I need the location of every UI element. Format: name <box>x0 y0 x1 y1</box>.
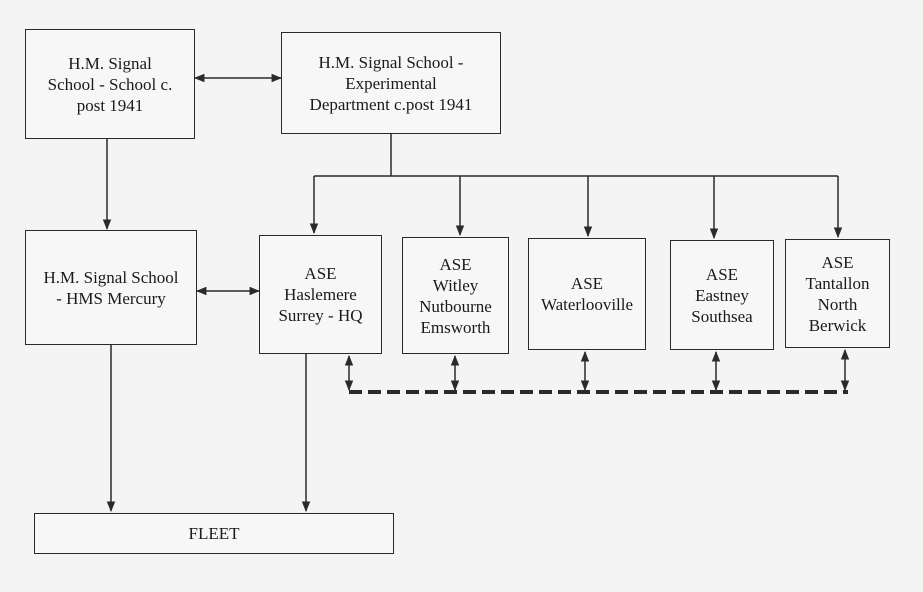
node-tantallon: ASE Tantallon North Berwick <box>785 239 890 348</box>
node-school-label: H.M. Signal School - School c. post 1941 <box>47 53 173 115</box>
node-waterlooville-label: ASE Waterlooville <box>540 274 634 314</box>
node-fleet-label: FLEET <box>188 524 240 543</box>
node-tantallon-label: ASE Tantallon North Berwick <box>805 252 870 335</box>
node-school: H.M. Signal School - School c. post 1941 <box>25 29 195 139</box>
node-waterlooville: ASE Waterlooville <box>528 238 646 350</box>
node-haslemere-label: ASE Haslemere Surrey - HQ <box>278 264 363 325</box>
node-experimental: H.M. Signal School - Experimental Depart… <box>281 32 501 134</box>
node-witley: ASE Witley Nutbourne Emsworth <box>402 237 509 354</box>
node-eastney-label: ASE Eastney Southsea <box>691 264 753 326</box>
node-witley-label: ASE Witley Nutbourne Emsworth <box>419 254 492 337</box>
node-experimental-label: H.M. Signal School - Experimental Depart… <box>309 52 473 114</box>
node-haslemere: ASE Haslemere Surrey - HQ <box>259 235 382 354</box>
node-mercury: H.M. Signal School - HMS Mercury <box>25 230 197 345</box>
node-eastney: ASE Eastney Southsea <box>670 240 774 350</box>
node-mercury-label: H.M. Signal School - HMS Mercury <box>43 267 179 308</box>
node-fleet: FLEET <box>34 513 394 554</box>
